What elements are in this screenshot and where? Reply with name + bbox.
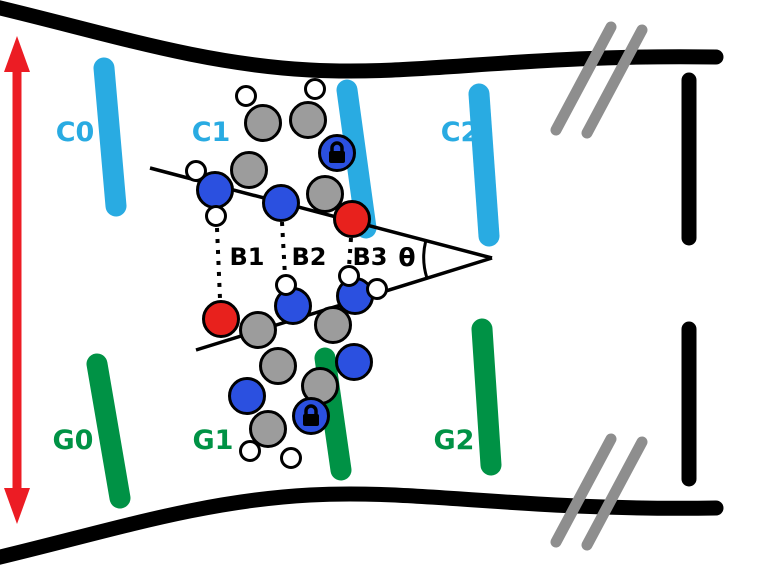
- hydrogen-bond-b1: [215, 227, 222, 300]
- b2-label: B2: [292, 243, 327, 271]
- lock-icon-body: [303, 414, 319, 426]
- g1-label: G1: [193, 425, 234, 456]
- g2-bar: [471, 318, 502, 476]
- strand-break-top-icon: [550, 21, 648, 139]
- c2-bar: [468, 83, 500, 247]
- carbon-atom: [289, 101, 327, 139]
- arrow-head-down: [4, 488, 30, 524]
- break-slash: [581, 24, 648, 139]
- oxygen-atom: [333, 200, 371, 238]
- hydrogen-atom: [280, 447, 302, 469]
- break-slash: [550, 21, 617, 136]
- break-slash: [550, 433, 617, 548]
- hydrogen-atom: [366, 278, 388, 300]
- carbon-atom: [249, 410, 287, 448]
- g2-label: G2: [434, 425, 475, 456]
- b3-label: B3: [353, 243, 388, 271]
- carbon-atom: [314, 306, 352, 344]
- lock-icon: [304, 404, 318, 415]
- cytosine-molecule: [185, 78, 371, 238]
- bottom-backbone-strand: [0, 321, 724, 565]
- hydrogen-atom: [239, 440, 261, 462]
- angle-arc: [422, 240, 429, 279]
- hydrogen-atom: [235, 85, 257, 107]
- guanine-molecule: [202, 265, 388, 469]
- carbon-atom: [259, 347, 297, 385]
- b1-label: B1: [230, 243, 265, 271]
- strand-break-bottom-icon: [550, 433, 648, 551]
- hydrogen-atom: [205, 205, 227, 227]
- bottom-strand-curve: [0, 486, 724, 565]
- g0-bar: [86, 353, 131, 509]
- arrow-head-up: [4, 36, 30, 72]
- hydrogen-bond-b2: [280, 221, 287, 277]
- theta-label: θ: [398, 243, 415, 272]
- nitrogen-atom: [335, 343, 373, 381]
- g0-label: G0: [53, 425, 94, 456]
- c2-label: C2: [441, 117, 480, 148]
- carbon-atom: [239, 311, 277, 349]
- carbon-atom: [306, 175, 344, 213]
- oxygen-atom: [202, 300, 240, 338]
- lock-icon: [330, 141, 344, 152]
- hydrogen-atom: [304, 78, 326, 100]
- lock-icon-body: [329, 151, 345, 163]
- carbon-atom: [244, 104, 282, 142]
- vertical-extent-arrow-icon: [4, 36, 30, 524]
- hydrogen-atom: [275, 274, 297, 296]
- hydrogen-bond-b3: [347, 237, 353, 268]
- hydrogen-atom: [338, 265, 360, 287]
- nitrogen-atom: [262, 184, 300, 222]
- top-backbone-strand: [0, 0, 724, 246]
- hydrogen-bonds: [215, 221, 353, 300]
- nitrogen-atom: [228, 377, 266, 415]
- break-slash: [581, 436, 648, 551]
- c0-bar: [93, 57, 127, 217]
- carbon-atom: [230, 151, 268, 189]
- c0-label: C0: [56, 117, 95, 148]
- c1-label: C1: [192, 117, 231, 148]
- hydrogen-atom: [185, 160, 207, 182]
- top-strand-curve: [0, 0, 724, 79]
